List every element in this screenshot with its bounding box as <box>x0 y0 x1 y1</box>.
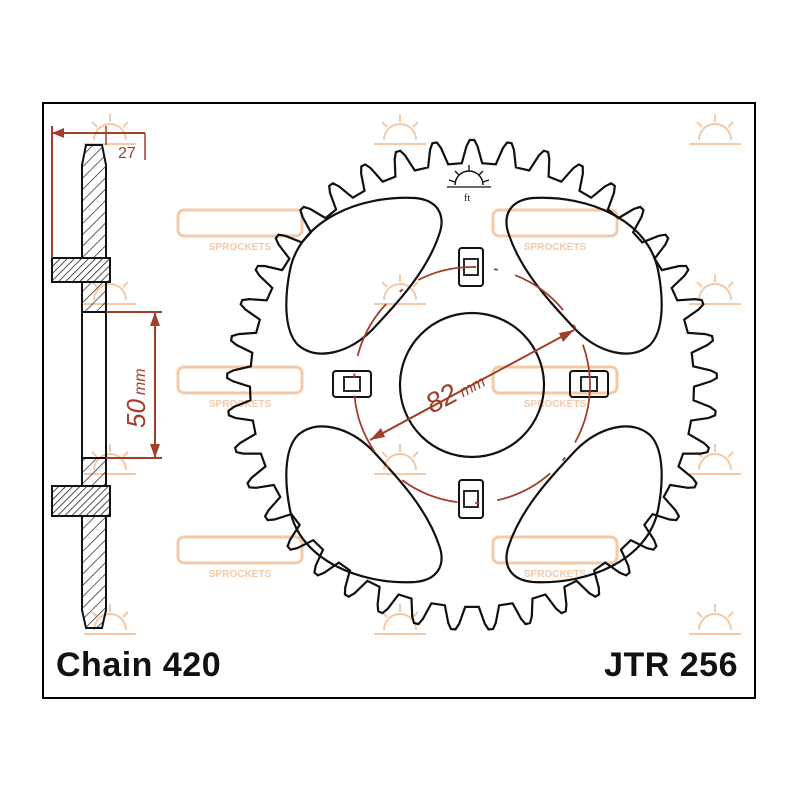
sprocket-front: ft <box>225 138 719 631</box>
svg-text:SPROCKETS: SPROCKETS <box>524 242 587 253</box>
side-web-upper <box>81 281 107 313</box>
watermark-logo: SPROCKETS <box>491 208 619 253</box>
hub-dimension: 50mm <box>106 311 162 459</box>
offset-dimension-label: 27 <box>118 145 136 162</box>
watermark-sun-icon <box>689 274 741 305</box>
window-bottom-left <box>285 425 443 584</box>
side-profile-lower <box>81 515 107 629</box>
watermark-sun-icon <box>689 114 741 145</box>
pcd-label: 82mm <box>420 363 489 419</box>
drawing-frame <box>42 102 756 699</box>
center-bore <box>398 311 546 459</box>
watermark-logo: SPROCKETS <box>491 535 619 580</box>
window-top-left <box>285 196 443 355</box>
watermark-sun-icon <box>374 114 426 145</box>
side-hub-lower <box>51 485 111 517</box>
svg-text:SPROCKETS: SPROCKETS <box>209 242 272 253</box>
watermark-sun-icon <box>689 604 741 635</box>
window-top-right <box>385 198 510 270</box>
watermark-logo: SPROCKETS <box>176 535 304 580</box>
watermark-sun-icon <box>689 444 741 475</box>
watermark-logo: SPROCKETS <box>176 208 304 253</box>
side-web-lower <box>81 457 107 487</box>
sun-logo-icon: ft <box>447 165 491 204</box>
pcd-circle <box>353 266 591 504</box>
svg-text:SPROCKETS: SPROCKETS <box>524 569 587 580</box>
offset-dimension: 27 <box>51 126 146 258</box>
svg-text:SPROCKETS: SPROCKETS <box>524 399 587 410</box>
bolt-hole-left <box>332 370 372 398</box>
side-profile <box>51 144 111 629</box>
watermark-logo: SPROCKETS <box>491 365 619 410</box>
watermark-sun-icon <box>374 604 426 635</box>
side-profile-upper <box>81 144 107 259</box>
chain-label: Chain 420 <box>56 646 222 684</box>
watermark-sun-icon <box>84 114 136 145</box>
bolt-hole-bottom <box>458 479 484 519</box>
watermark-layer: SPROCKETS SPROCKETS SPROCKETS SPROCKETS … <box>84 114 741 635</box>
watermark-sun-icon <box>374 274 426 305</box>
side-hub-upper <box>51 257 111 283</box>
svg-text:SPROCKETS: SPROCKETS <box>209 569 272 580</box>
hub-dimension-label: 50mm <box>121 368 151 428</box>
part-number-label: JTR 256 <box>604 646 738 684</box>
window-top-right-shape <box>505 196 663 355</box>
svg-text:ft: ft <box>464 193 470 204</box>
window-bottom-right <box>505 425 663 584</box>
